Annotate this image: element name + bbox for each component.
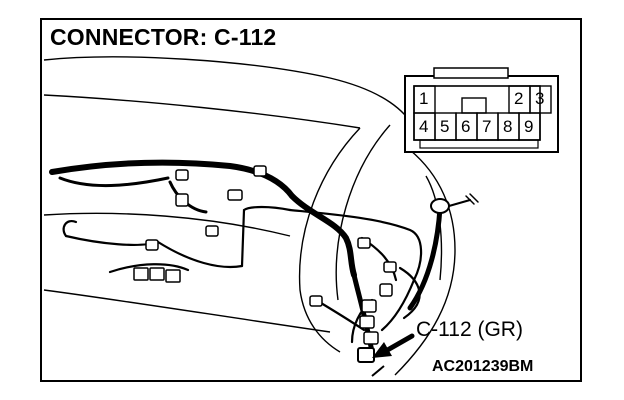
grommet-lead [407, 193, 479, 311]
pin-label: 9 [524, 117, 534, 136]
pin-label: 2 [514, 89, 524, 108]
pin-label: 6 [461, 117, 471, 136]
main-harness [49, 159, 375, 355]
pin-label: 7 [482, 117, 492, 136]
harness-connectors [133, 165, 397, 363]
c112-pointer-arrow [371, 333, 415, 377]
pin-label: 8 [503, 117, 513, 136]
connector-callout-label: C-112 (GR) [416, 318, 523, 341]
connector-face [404, 67, 559, 153]
pin-label: 3 [535, 89, 545, 108]
connector-title: CONNECTOR: C-112 [50, 24, 277, 50]
pin-label: 4 [419, 117, 429, 136]
body-panel-outline [43, 56, 456, 376]
figure-code: AC201239BM [432, 358, 534, 375]
pin-label: 5 [440, 117, 450, 136]
pin-label: 1 [419, 89, 429, 108]
